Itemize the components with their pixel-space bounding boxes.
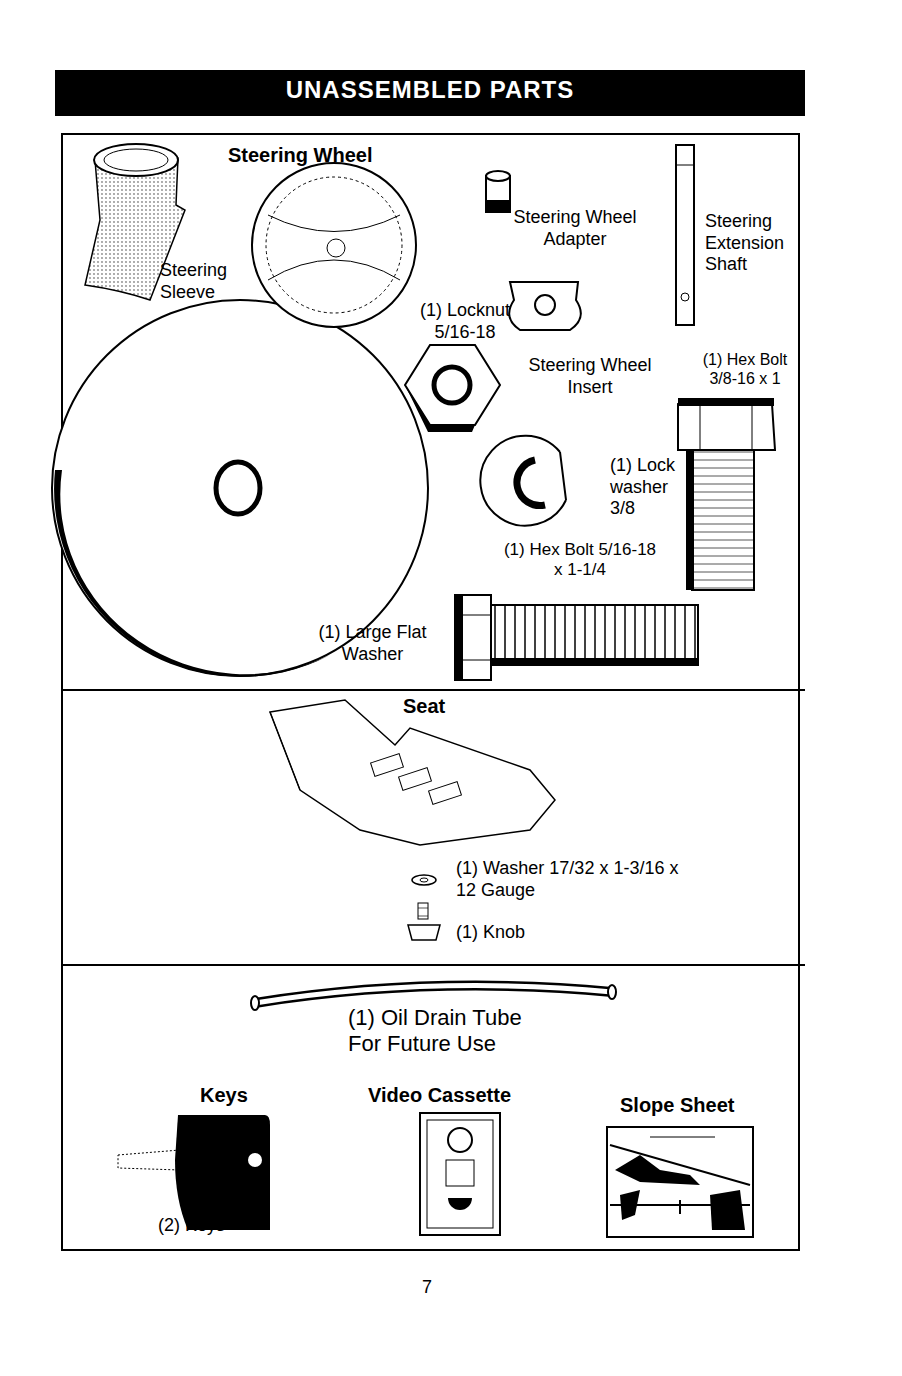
part-name: Steering Wheel	[228, 143, 428, 167]
part-name: Steering Wheel Insert	[525, 355, 655, 398]
part-name: (1) Large Flat Washer	[305, 622, 440, 665]
part-name: (1) Lock washer 3/8	[610, 455, 690, 520]
part-name: (1) Oil Drain Tube For Future Use	[348, 1005, 548, 1058]
part-name: (1) Knob	[456, 922, 576, 944]
part-name: Steering Wheel Adapter	[500, 207, 650, 250]
part-name: Seat	[403, 694, 483, 718]
part-name: Steering Extension Shaft	[705, 211, 800, 276]
page-title: UNASSEMBLED PARTS	[55, 76, 805, 104]
part-name: Steering Sleeve	[160, 260, 240, 303]
part-name: Keys	[200, 1083, 300, 1107]
part-name: (1) Locknut 5/16-18	[410, 300, 520, 343]
part-name: (2) Keys	[158, 1215, 258, 1237]
part-name: Video Cassette	[368, 1083, 548, 1107]
part-name: (1) Washer 17/32 x 1-3/16 x 12 Gauge	[456, 858, 696, 901]
page-number: 7	[422, 1277, 462, 1299]
part-name: Slope Sheet	[620, 1093, 770, 1117]
part-name: (1) Hex Bolt 3/8-16 x 1	[690, 350, 800, 388]
part-name: (1) Hex Bolt 5/16-18 x 1-1/4	[500, 540, 660, 581]
